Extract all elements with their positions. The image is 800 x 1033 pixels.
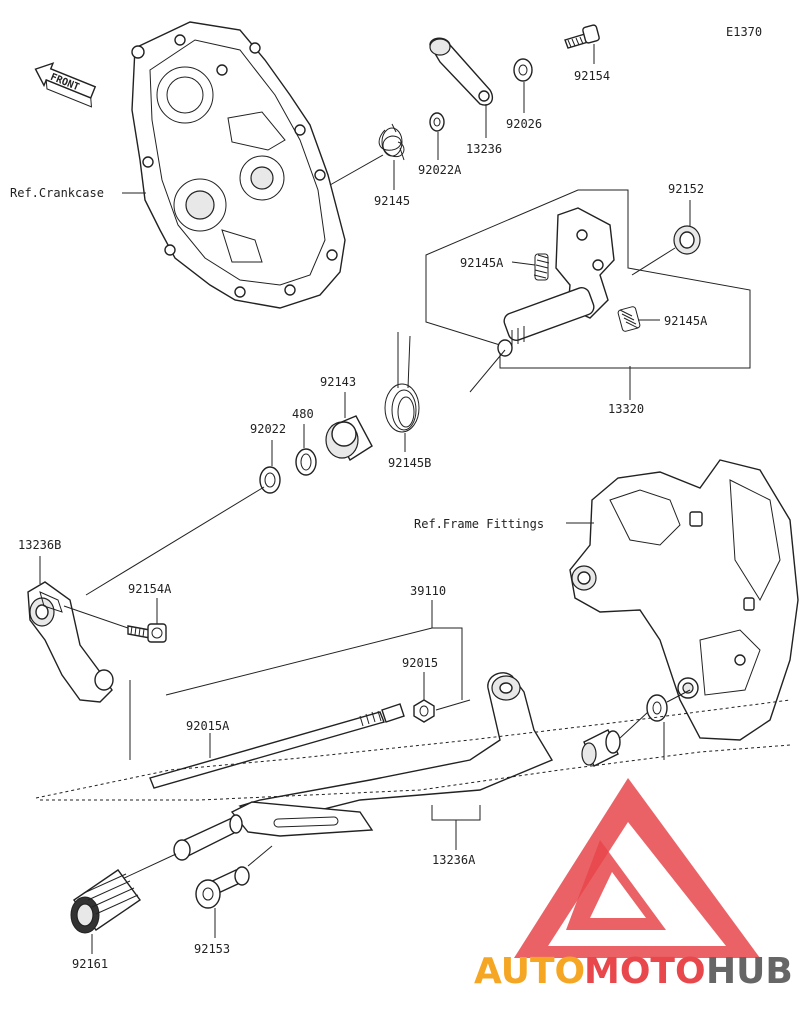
watermark-moto: MOTO [584,951,706,992]
washer-92022 [259,466,281,494]
bushing-92152 [673,225,701,255]
washer-lower [646,694,668,722]
nut-92015 [413,699,435,723]
frame-fittings [569,459,799,741]
collar-92026 [513,58,533,82]
part-label-92143: 92143 [320,375,356,389]
part-label-92145B: 92145B [388,456,431,470]
group-outline-13236A [431,805,481,821]
shift-shaft-13320 [425,189,751,369]
part-label-92145A-left: 92145A [460,256,504,270]
shift-arm-13236 [429,37,494,106]
watermark-auto: AUTO [474,951,585,992]
washer-92022A [429,112,445,132]
part-label-92022: 92022 [250,422,286,436]
part-label-92161: 92161 [72,957,108,971]
part-label-92153: 92153 [194,942,230,956]
spring-92145 [378,123,405,161]
watermark-hub: HUB [706,951,793,992]
part-label-92015A: 92015A [186,719,230,733]
shift-pin [173,814,243,861]
part-label-39110: 39110 [410,584,446,598]
part-label-92145: 92145 [374,194,410,208]
part-label-92154A: 92154A [128,582,172,596]
part-label-13236: 13236 [466,142,502,156]
spring-92145A-right [617,306,641,332]
ref-crankcase-label: Ref.Crankcase [10,186,104,200]
part-label-92152: 92152 [668,182,704,196]
bolt-92154A [127,623,167,643]
collar-lower [581,729,621,767]
part-label-92015: 92015 [402,656,438,670]
collar-92143 [325,415,373,461]
part-label-480: 480 [292,407,314,421]
part-label-13236B: 13236B [18,538,61,552]
spring-92145B [384,332,420,433]
part-label-92026: 92026 [506,117,542,131]
crankcase-cover [131,21,346,309]
part-label-92022A: 92022A [418,163,462,177]
circlip-480 [295,448,317,476]
bolt-92154 [564,24,600,49]
tie-rod-92015A [149,703,405,789]
diagram-code: E1370 [726,25,762,39]
spring-92145A-left [533,253,550,281]
watermark-logo [514,778,760,958]
bolt-92153 [195,866,250,909]
part-label-92145A-right: 92145A [664,314,708,328]
shift-lever-13236A [230,672,554,837]
part-label-13236A: 13236A [432,853,476,867]
shift-arm-13236B [27,581,114,703]
part-label-13320: 13320 [608,402,644,416]
ref-frame-fittings-label: Ref.Frame Fittings [414,517,544,531]
group-outline-39110 [165,627,463,700]
front-arrow-icon: FRONT [34,62,97,108]
rubber-peg-92161 [70,869,141,934]
part-label-92154: 92154 [574,69,610,83]
